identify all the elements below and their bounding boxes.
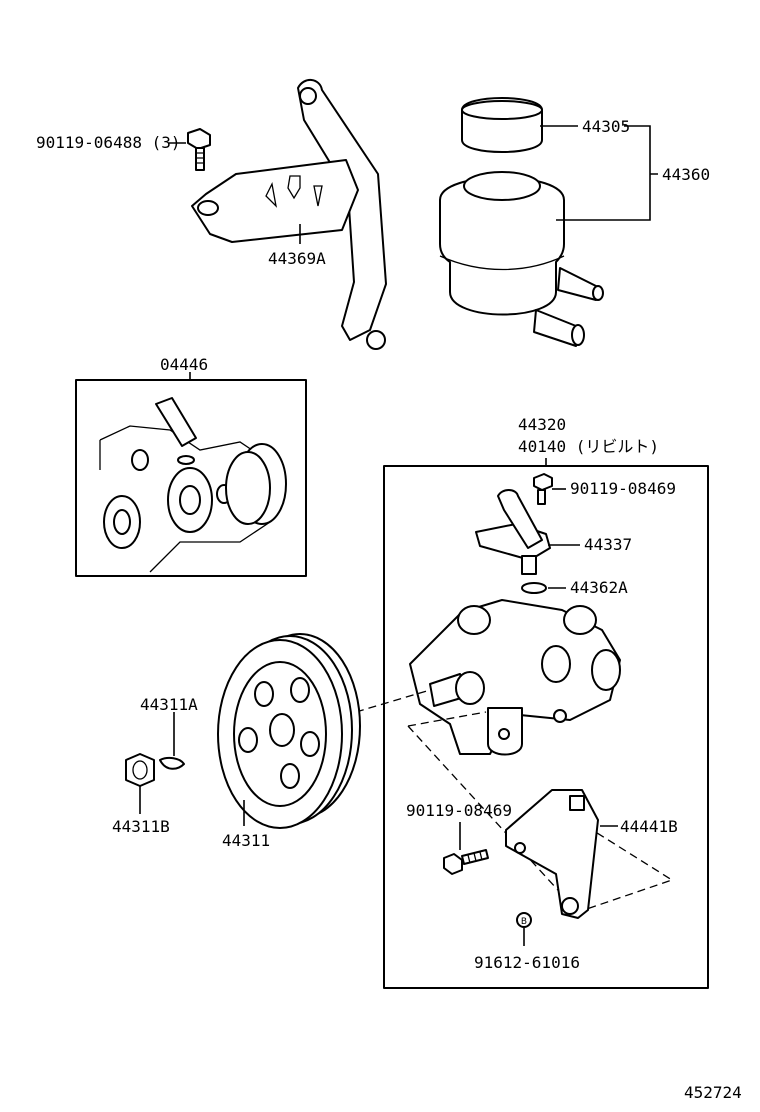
label-nut: 44311B bbox=[112, 817, 170, 836]
label-bolt-lower: 90119-08469 bbox=[406, 801, 512, 820]
nut-drawing bbox=[125, 753, 155, 787]
label-reservoir: 44360 bbox=[662, 165, 710, 184]
label-bolt-union: 90119-08469 bbox=[570, 479, 676, 498]
label-bracket-lower: 44441B bbox=[620, 817, 678, 836]
label-bolt-bottom: 91612-61016 bbox=[474, 953, 580, 972]
bracket-upper-drawing bbox=[191, 79, 387, 350]
oring-drawing bbox=[521, 582, 547, 594]
pulley-drawing bbox=[217, 633, 361, 829]
label-key: 44311A bbox=[140, 695, 198, 714]
label-union: 44337 bbox=[584, 535, 632, 554]
pump-assy-box bbox=[383, 465, 709, 989]
pump-body-drawing bbox=[409, 599, 621, 756]
bracket-lower-drawing bbox=[505, 789, 599, 919]
reservoir-drawing bbox=[439, 97, 604, 347]
bolt-bottom-drawing: B bbox=[516, 912, 532, 928]
label-pump-assy: 44320 bbox=[518, 415, 566, 434]
bolt-top-drawing bbox=[187, 128, 211, 171]
dashed-mount-line-2 bbox=[407, 725, 674, 913]
label-oring: 44362A bbox=[570, 578, 628, 597]
label-bolt-top: 90119-06488 (3) bbox=[36, 133, 181, 152]
label-figure-id: 452724 bbox=[684, 1083, 742, 1102]
label-gasket-kit: 04446 bbox=[160, 355, 208, 374]
union-bolt-drawing bbox=[533, 473, 553, 505]
bolt-lower-drawing bbox=[443, 849, 489, 875]
union-drawing bbox=[475, 489, 551, 575]
gasket-kit-parts bbox=[99, 397, 287, 573]
key-drawing bbox=[159, 756, 185, 770]
svg-text:B: B bbox=[521, 917, 527, 927]
label-pulley: 44311 bbox=[222, 831, 270, 850]
leader-reservoir bbox=[556, 125, 658, 221]
label-bracket: 44369A bbox=[268, 249, 326, 268]
label-pump-rebuilt: 40140 (リビルト) bbox=[518, 437, 659, 456]
label-cap: 44305 bbox=[582, 117, 630, 136]
dashed-mount-line-1 bbox=[407, 711, 487, 727]
